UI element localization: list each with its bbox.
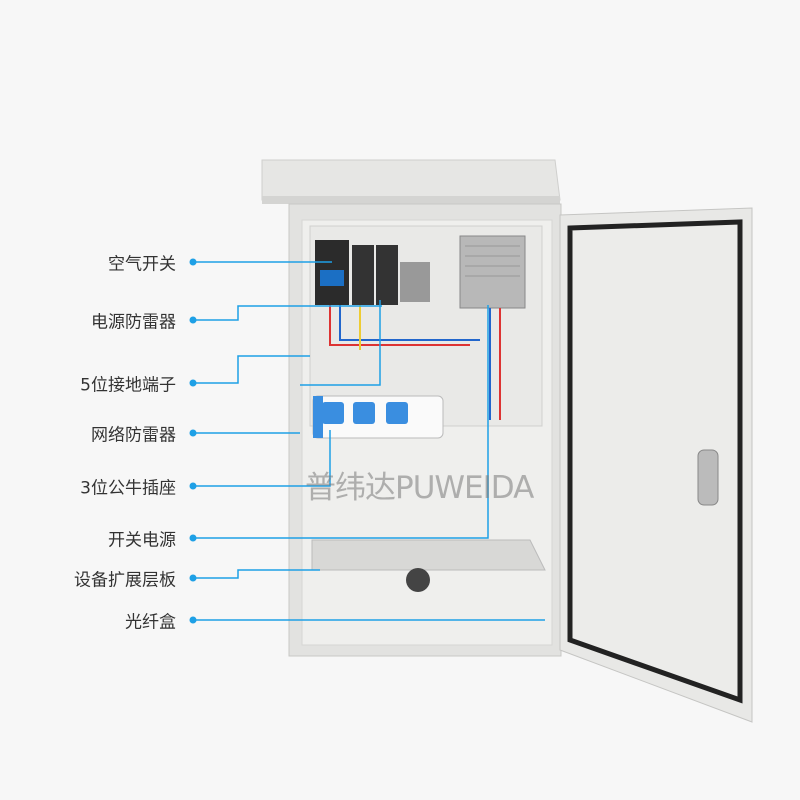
cabinet-roof — [261, 159, 561, 201]
expansion-shelf — [311, 539, 546, 571]
label-expansion-shelf: 设备扩展层板 — [74, 570, 176, 591]
label-power-surge-protector: 电源防雷器 — [91, 312, 176, 333]
label-switching-power-supply: 开关电源 — [108, 530, 176, 551]
power-surge-protector — [352, 245, 374, 305]
label-fiber-box: 光纤盒 — [125, 612, 176, 633]
label-ground-terminal: 5位接地端子 — [80, 375, 176, 396]
door-lock-icon — [697, 449, 719, 506]
switching-power-supply — [459, 235, 526, 309]
ground-terminal — [400, 262, 430, 302]
watermark: 普纬达PUWEIDA — [305, 470, 534, 506]
label-power-strip: 3位公牛插座 — [80, 478, 176, 499]
leader-lines — [193, 261, 545, 621]
label-air-switch: 空气开关 — [108, 254, 176, 275]
label-network-surge-protector: 网络防雷器 — [91, 425, 176, 446]
